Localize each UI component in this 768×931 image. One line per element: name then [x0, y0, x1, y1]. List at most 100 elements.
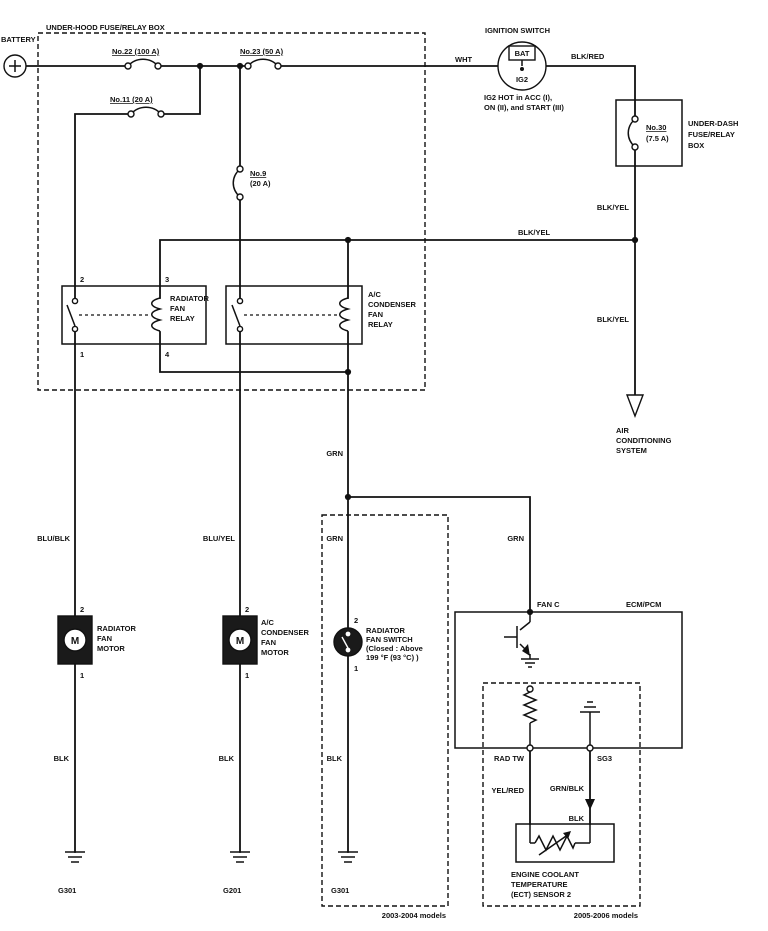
wire-label-grn-blk: GRN/BLK [550, 784, 585, 793]
underhood-box-outline [37, 32, 426, 391]
relay-contact-icon [71, 325, 79, 333]
wire-label-blk-yel-mid: BLK/YEL [518, 228, 551, 237]
ig2-note-line1: IG2 HOT in ACC (I), [484, 93, 552, 102]
ground-icons [65, 851, 358, 863]
ac-system-label-line1: AIR [616, 426, 630, 435]
ig2-label: IG2 [516, 75, 528, 84]
radiator-motor-label-line3: MOTOR [97, 644, 125, 653]
wire-label-grn-c: GRN [507, 534, 524, 543]
fuse-30-icon [627, 118, 636, 148]
underdash-label-line3: BOX [688, 141, 704, 150]
ac-relay-label-line1: A/C [368, 290, 382, 299]
radiator-motor-label-line1: RADIATOR [97, 624, 136, 633]
wire-label-blk-yel-low: BLK/YEL [597, 315, 630, 324]
wire-label-grn-b: GRN [326, 534, 343, 543]
ac-motor-label-line2: CONDENSER [261, 628, 310, 637]
fuse-30-rating: (7.5 A) [646, 134, 669, 143]
ground-icon [65, 851, 85, 863]
ecm-pcm [454, 611, 683, 752]
ac-system-label-line3: SYSTEM [616, 446, 647, 455]
ig2-note-line2: ON (II), and START (III) [484, 103, 564, 112]
fan-switch-label-line4: 199 °F (93 °C) ) [366, 653, 419, 662]
ground-label-g301-left: G301 [58, 886, 76, 895]
fuse-11-icon [130, 106, 162, 115]
relay-pin-2: 2 [80, 275, 84, 284]
ac-motor-label-line1: A/C [261, 618, 275, 627]
models-2005-2006-box [482, 682, 641, 907]
junction-dots [196, 62, 639, 616]
wire-label-yel-red: YEL/RED [491, 786, 524, 795]
fan-switch-label-line1: RADIATOR [366, 626, 405, 635]
wires [25, 65, 636, 853]
underdash-label-line1: UNDER-DASH [688, 119, 738, 128]
sg3-ground-icon [580, 701, 600, 745]
wire-label-blk-c: BLK [327, 754, 343, 763]
radiator-fan-motor-icon [57, 615, 93, 665]
fan-c-label: FAN C [537, 600, 560, 609]
relay-coil-icon [339, 297, 351, 332]
relay-contact-arm [231, 304, 241, 327]
ac-condenser-fan-motor-icon [222, 615, 258, 665]
fuse-9-rating: (20 A) [250, 179, 271, 188]
motor-m: M [236, 636, 244, 647]
wire-label-blu-yel: BLU/YEL [203, 534, 236, 543]
ground-label-g201: G201 [223, 886, 241, 895]
wire-label-blu-blk: BLU/BLK [37, 534, 70, 543]
ground-icon [521, 658, 539, 668]
ac-relay-label-line4: RELAY [368, 320, 393, 329]
underdash-label-line2: FUSE/RELAY [688, 130, 735, 139]
pullup-resistor-icon [522, 685, 538, 745]
ground-label-g301-right: G301 [331, 886, 349, 895]
ignition-switch-label: IGNITION SWITCH [485, 26, 550, 35]
bat-label: BAT [515, 49, 530, 58]
radiator-fan-switch-icon [333, 627, 363, 657]
ac-system-arrow-icon [625, 394, 645, 418]
fuse-23-icon [247, 58, 279, 67]
text-layer: BATTERY UNDER-HOOD FUSE/RELAY BOX No.22 … [1, 23, 738, 920]
motor-pin-2: 2 [245, 605, 249, 614]
ac-motor-label-line4: MOTOR [261, 648, 289, 657]
ect-label-line2: TEMPERATURE [511, 880, 568, 889]
rad-tw-terminal [526, 744, 534, 752]
fan-switch-label-line3: (Closed : Above [366, 644, 423, 653]
ignition-switch-icon [497, 41, 547, 91]
ect-label-line3: (ECT) SENSOR 2 [511, 890, 571, 899]
fuse-9-label: No.9 [250, 169, 266, 178]
radiator-relay-box [61, 285, 207, 345]
ac-condenser-fan-relay [225, 285, 363, 345]
underhood-box-label: UNDER-HOOD FUSE/RELAY BOX [46, 23, 165, 32]
ecm-pcm-label: ECM/PCM [626, 600, 661, 609]
models-2003-2004-box [321, 514, 449, 907]
radiator-relay-label-line3: RELAY [170, 314, 195, 323]
relay-contact-icon [71, 297, 79, 305]
note-2005-2006-models: 2005-2006 models [574, 911, 638, 920]
motor-pin-1: 1 [80, 671, 84, 680]
switch-pin-2: 2 [354, 616, 358, 625]
wire-label-blk-d: BLK [569, 814, 585, 823]
fuse-11-label: No.11 (20 A) [110, 95, 153, 104]
fan-switch-label-line2: FAN SWITCH [366, 635, 413, 644]
relay-pin-4: 4 [165, 350, 170, 359]
ground-icon [230, 851, 250, 863]
ac-motor-label-line3: FAN [261, 638, 276, 647]
motor-pin-1: 1 [245, 671, 249, 680]
radiator-fan-relay [61, 285, 207, 345]
relay-coil-icon [151, 297, 163, 332]
wire-label-blk-red: BLK/RED [571, 52, 605, 61]
ac-system-label-line2: CONDITIONING [616, 436, 672, 445]
fuse-terminals [124, 62, 639, 201]
relay-pin-3: 3 [165, 275, 169, 284]
fuse-22-icon [127, 58, 159, 67]
radiator-relay-label-line1: RADIATOR [170, 294, 209, 303]
underdash-box-outline [615, 99, 683, 167]
sg3-label: SG3 [597, 754, 612, 763]
wire-label-wht: WHT [455, 55, 472, 64]
wire-label-blk-a: BLK [54, 754, 70, 763]
wire-layer [25, 58, 639, 853]
motor-m: M [71, 636, 79, 647]
relay-contact-icon [236, 325, 244, 333]
relay-pin-1: 1 [80, 350, 84, 359]
radiator-relay-label-line2: FAN [170, 304, 185, 313]
